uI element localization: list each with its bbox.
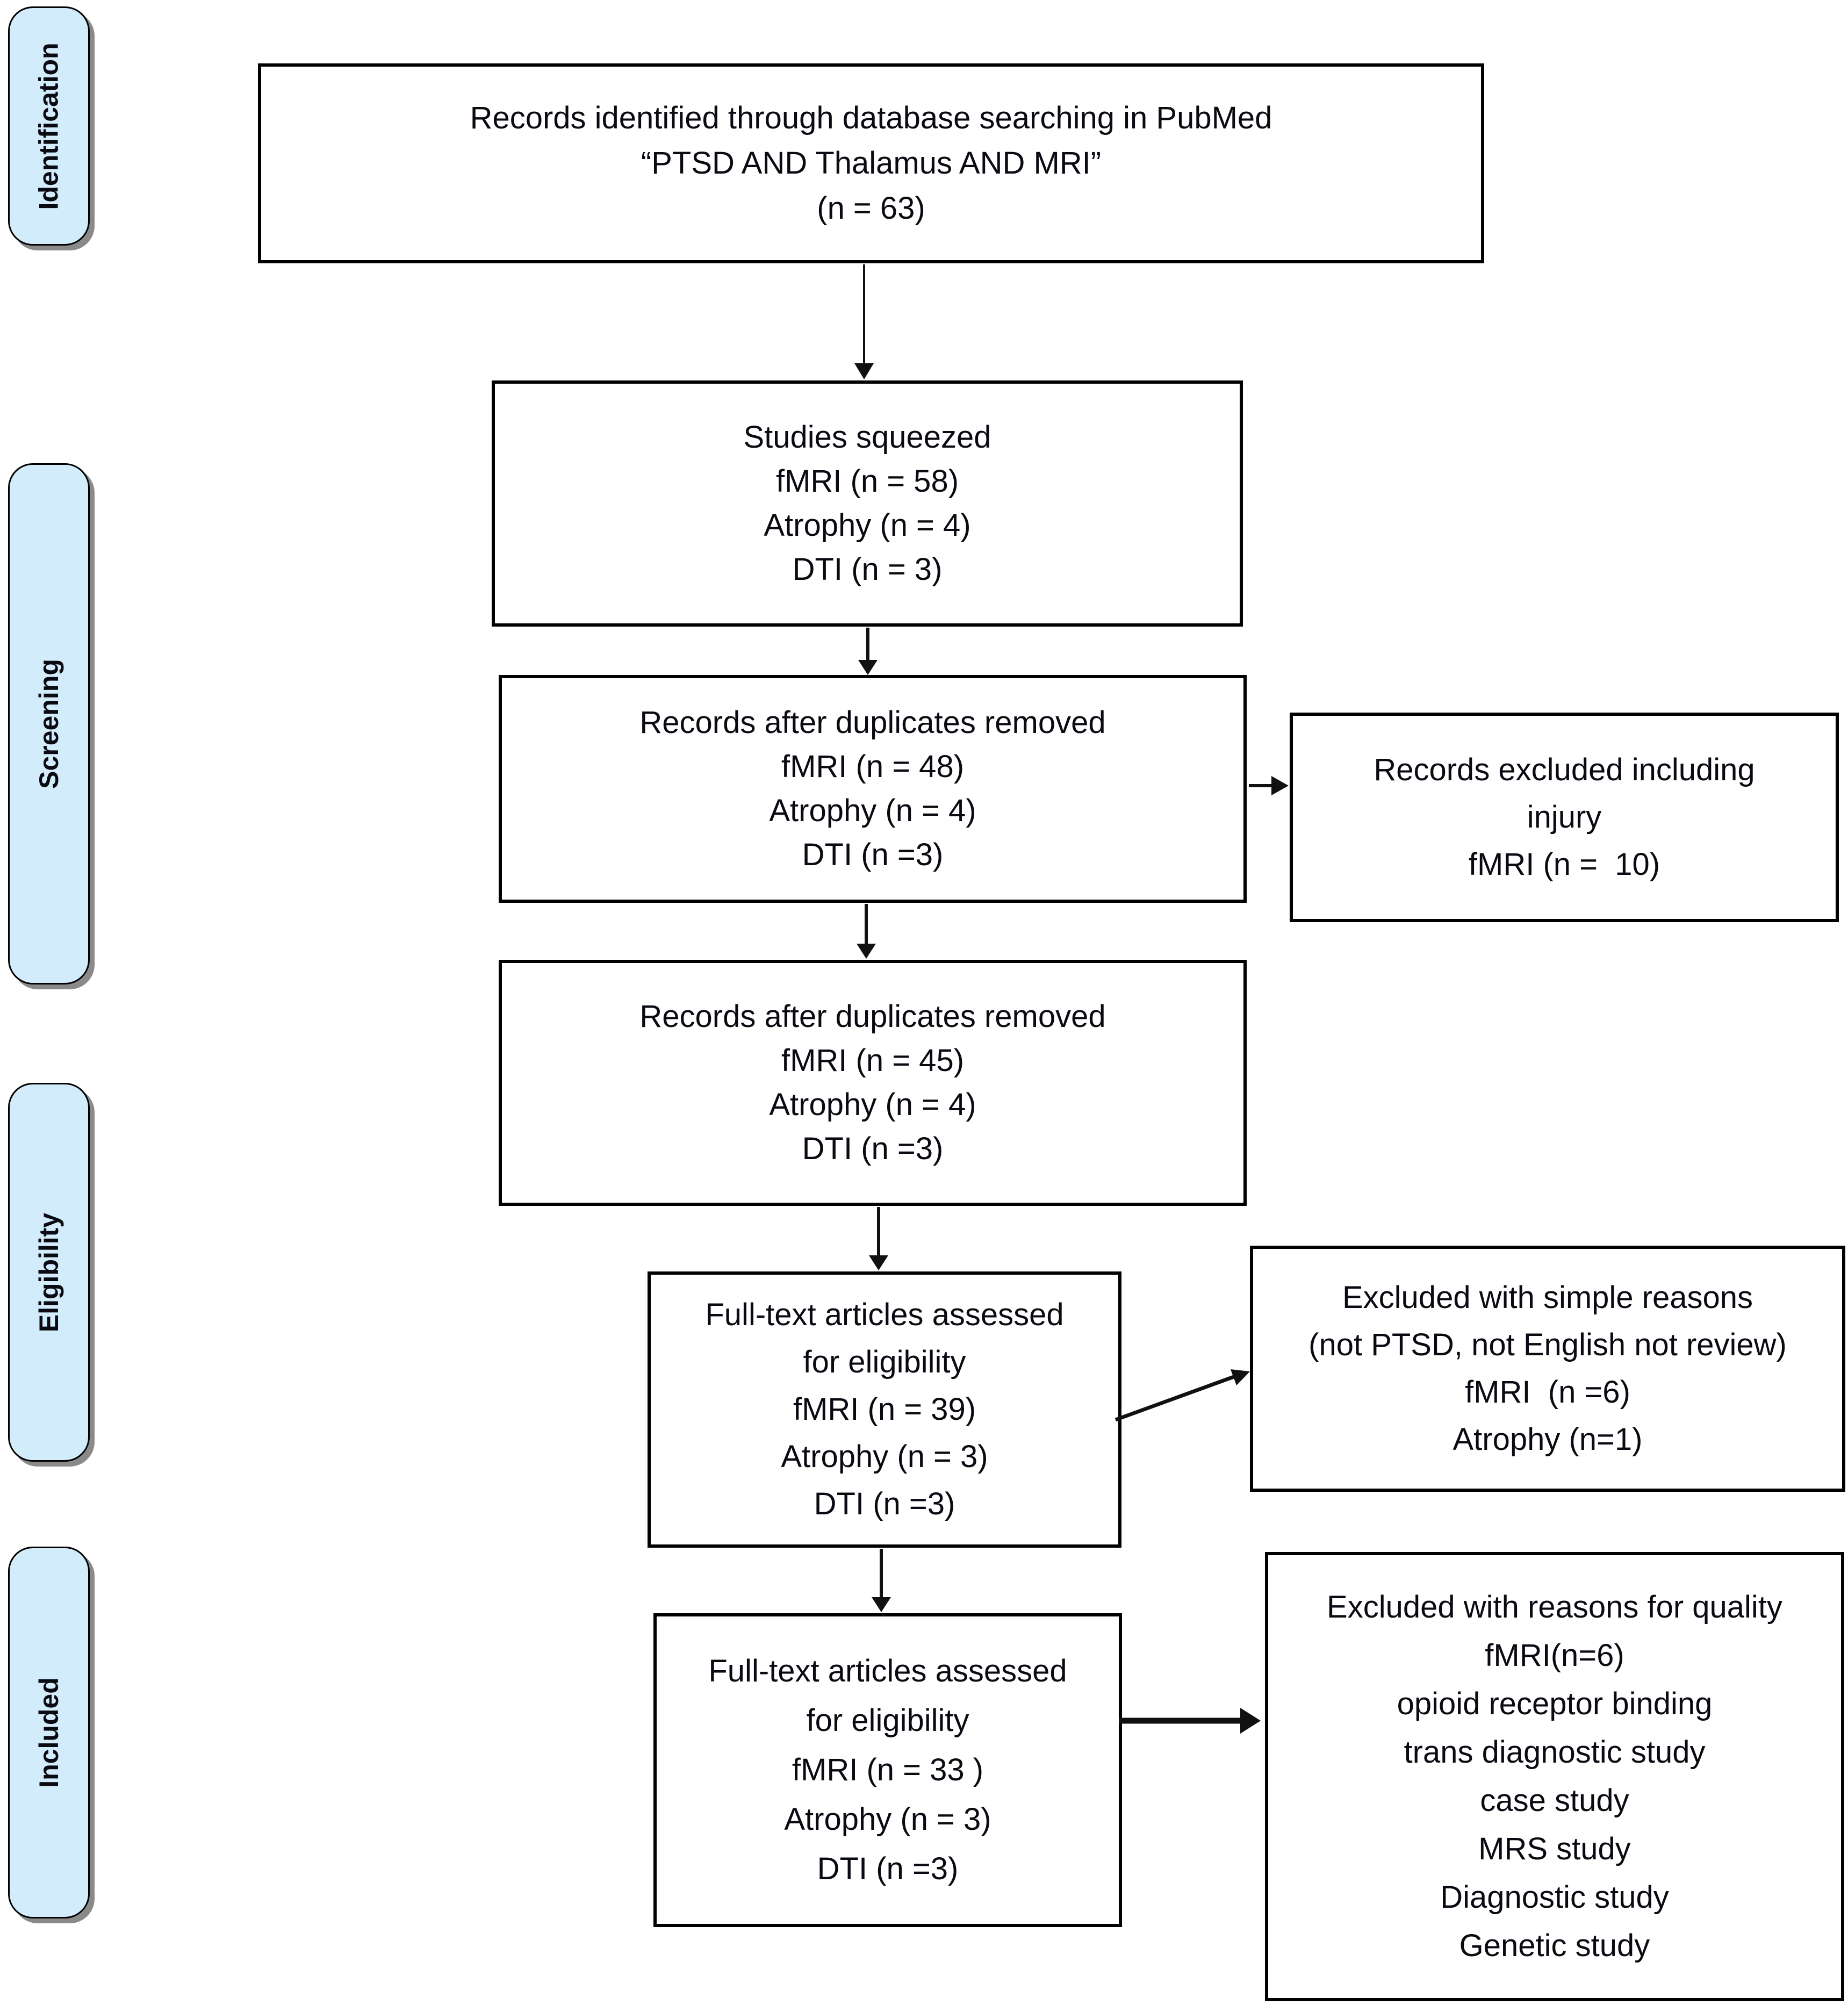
flow-box-fulltext-eligibility-2-line: for eligibility	[806, 1703, 969, 1738]
flow-box-fulltext-eligibility-1-line: for eligibility	[803, 1345, 966, 1379]
flow-box-fulltext-eligibility-1-line: Full-text articles assessed	[705, 1297, 1064, 1332]
exclusion-box-simple-reasons-line: Excluded with simple reasons	[1342, 1280, 1753, 1315]
flow-box-fulltext-eligibility-1-line: Atrophy (n = 3)	[781, 1439, 988, 1474]
stage-eligibility-label: Eligibility	[34, 1212, 64, 1332]
flow-box-records-identified-line: Records identified through database sear…	[470, 100, 1272, 135]
exclusion-box-quality-reasons-line: trans diagnostic study	[1404, 1735, 1706, 1770]
exclusion-box-simple-reasons-line: (not PTSD, not English not review)	[1308, 1327, 1787, 1362]
flow-box-records-identified-line: “PTSD AND Thalamus AND MRI”	[641, 146, 1102, 181]
stage-identification-label: Identification	[34, 42, 64, 210]
arrow-dedup1-to-dedup2-head	[857, 944, 876, 959]
arrow-identified-to-squeezed-head	[854, 363, 874, 379]
arrow-dedup1-to-injury-head	[1271, 776, 1289, 795]
exclusion-box-quality-reasons-line: fMRI(n=6)	[1485, 1638, 1624, 1673]
flow-box-fulltext-eligibility-1-line: fMRI (n = 39)	[793, 1392, 976, 1427]
flow-box-duplicates-removed-2-line: fMRI (n = 45)	[781, 1043, 965, 1078]
flow-box-records-identified: Records identified through database sear…	[258, 63, 1484, 263]
arrow-fulltext1-to-simple-line	[1114, 1375, 1235, 1422]
flow-box-duplicates-removed-2-line: DTI (n =3)	[802, 1131, 944, 1166]
flow-box-duplicates-removed-1-line: Atrophy (n = 4)	[769, 793, 976, 828]
flow-box-fulltext-eligibility-1: Full-text articles assessed for eligibil…	[648, 1271, 1121, 1548]
flow-box-fulltext-eligibility-2-line: Atrophy (n = 3)	[784, 1802, 991, 1837]
stage-identification: Identification	[8, 6, 90, 246]
stage-screening-label: Screening	[34, 659, 64, 789]
flow-box-fulltext-eligibility-2: Full-text articles assessed for eligibil…	[653, 1613, 1122, 1927]
exclusion-box-quality-reasons-line: Excluded with reasons for quality	[1327, 1590, 1782, 1625]
exclusion-box-injury-line: fMRI (n = 10)	[1468, 847, 1660, 882]
stage-included-label: Included	[34, 1677, 64, 1788]
stage-included: Included	[8, 1547, 90, 1918]
flow-box-fulltext-eligibility-2-line: Full-text articles assessed	[708, 1654, 1067, 1688]
stage-eligibility: Eligibility	[8, 1083, 90, 1462]
exclusion-box-quality-reasons-line: opioid receptor binding	[1397, 1686, 1713, 1721]
flow-box-fulltext-eligibility-1-line: DTI (n =3)	[814, 1486, 955, 1521]
flow-box-duplicates-removed-2-line: Atrophy (n = 4)	[769, 1087, 976, 1122]
exclusion-box-injury: Records excluded including injury fMRI (…	[1290, 713, 1839, 922]
flow-box-duplicates-removed-1: Records after duplicates removed fMRI (n…	[499, 675, 1247, 903]
flow-box-studies-squeezed-line: fMRI (n = 58)	[775, 464, 959, 499]
flow-box-records-identified-line: (n = 63)	[817, 191, 925, 226]
flow-box-duplicates-removed-1-line: DTI (n =3)	[802, 837, 944, 872]
exclusion-box-injury-line: Records excluded including	[1374, 752, 1755, 787]
exclusion-box-simple-reasons-line: Atrophy (n=1)	[1452, 1422, 1643, 1457]
flow-box-studies-squeezed: Studies squeezed fMRI (n = 58) Atrophy (…	[492, 380, 1243, 627]
exclusion-box-quality-reasons-line: Genetic study	[1459, 1928, 1650, 1963]
arrow-fulltext1-to-fulltext2-head	[872, 1597, 891, 1612]
stage-screening: Screening	[8, 463, 90, 984]
exclusion-box-injury-line: injury	[1527, 800, 1602, 835]
arrow-dedup2-to-fulltext1-head	[869, 1255, 888, 1270]
flow-box-studies-squeezed-line: Studies squeezed	[743, 420, 991, 455]
flow-box-duplicates-removed-2: Records after duplicates removed fMRI (n…	[499, 960, 1247, 1206]
exclusion-box-quality-reasons-line: case study	[1480, 1783, 1629, 1818]
flow-box-duplicates-removed-1-line: fMRI (n = 48)	[781, 749, 965, 784]
flow-box-duplicates-removed-2-line: Records after duplicates removed	[639, 999, 1106, 1034]
flow-box-studies-squeezed-line: Atrophy (n = 4)	[764, 508, 971, 543]
flow-box-duplicates-removed-1-line: Records after duplicates removed	[639, 705, 1106, 740]
arrow-squeezed-to-dedup1-head	[858, 660, 878, 675]
exclusion-box-quality-reasons: Excluded with reasons for quality fMRI(n…	[1265, 1552, 1844, 2001]
flow-box-fulltext-eligibility-2-line: DTI (n =3)	[817, 1851, 959, 1886]
exclusion-box-quality-reasons-line: MRS study	[1478, 1831, 1631, 1866]
flow-box-studies-squeezed-line: DTI (n = 3)	[792, 552, 943, 587]
flow-box-fulltext-eligibility-2-line: fMRI (n = 33 )	[792, 1752, 984, 1787]
exclusion-box-quality-reasons-line: Diagnostic study	[1440, 1880, 1669, 1915]
arrow-fulltext2-to-quality-head	[1240, 1708, 1261, 1734]
exclusion-box-simple-reasons: Excluded with simple reasons (not PTSD, …	[1250, 1246, 1845, 1492]
arrow-fulltext1-to-simple-head	[1231, 1369, 1250, 1385]
exclusion-box-simple-reasons-line: fMRI (n =6)	[1465, 1375, 1630, 1410]
